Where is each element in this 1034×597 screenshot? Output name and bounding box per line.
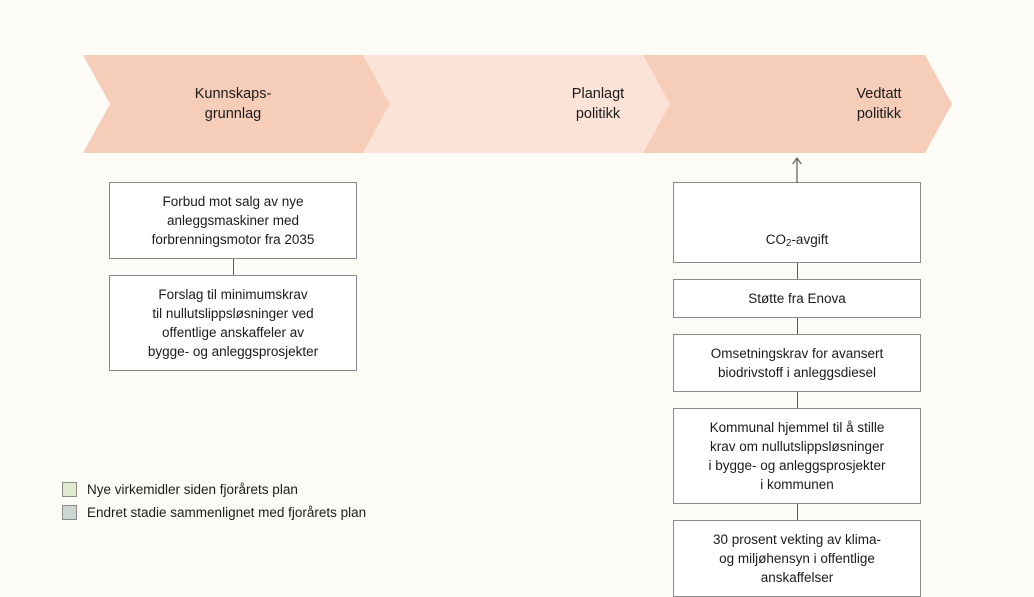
node-left-2[interactable]: Forslag til minimumskrav til nullutslipp…	[109, 275, 357, 371]
node-right-2[interactable]: Støtte fra Enova	[673, 279, 921, 319]
chevron-planlagt-politikk[interactable]	[363, 55, 670, 153]
stage-label-vedtatt-politikk: Vedtatt politikk	[856, 86, 902, 122]
node-right-1[interactable]: CO2-avgift	[673, 157, 921, 264]
column-vedtatt-politikk: CO2-avgift Støtte fra Enova Omsetningskr…	[673, 157, 921, 597]
legend-swatch-new	[62, 482, 77, 497]
legend-swatch-changed	[62, 505, 77, 520]
column-kunnskapsgrunnlag: Forbud mot salg av nye anleggsmaskiner m…	[109, 182, 357, 371]
chevron-kunnskapsgrunnlag[interactable]	[83, 55, 390, 153]
connector-right-2-3	[673, 318, 921, 335]
connector-right-3-4	[673, 392, 921, 409]
node-right-4[interactable]: Kommunal hjemmel til å stille krav om nu…	[673, 408, 921, 505]
legend-item-changed: Endret stadie sammenlignet med fjorårets…	[62, 501, 366, 524]
legend-item-new: Nye virkemidler siden fjorårets plan	[62, 478, 366, 501]
stage-label-kunnskapsgrunnlag: Kunnskaps- grunnlag	[194, 86, 272, 122]
node-right-3[interactable]: Omsetningskrav for avansert biodrivstoff…	[673, 334, 921, 393]
legend: Nye virkemidler siden fjorårets plan End…	[62, 478, 366, 524]
node-left-1[interactable]: Forbud mot salg av nye anleggsmaskiner m…	[109, 182, 357, 259]
arrow-up-icon	[792, 157, 802, 183]
node-right-1-label: CO2-avgift	[765, 232, 829, 250]
node-right-5[interactable]: 30 prosent vekting av klima- og miljøhen…	[673, 520, 921, 597]
stage-label-planlagt-politikk: Planlagt politikk	[571, 86, 625, 122]
diagram-canvas: Kunnskaps- grunnlag Planlagt politikk Ve…	[62, 55, 952, 597]
stage-banner: Kunnskaps- grunnlag Planlagt politikk Ve…	[83, 55, 952, 153]
connector-right-4-5	[673, 504, 921, 521]
stage-banner-shapes	[83, 55, 952, 153]
legend-label-changed: Endret stadie sammenlignet med fjorårets…	[87, 504, 367, 520]
connector-right-1-2	[673, 263, 921, 280]
legend-label-new: Nye virkemidler siden fjorårets plan	[87, 481, 298, 497]
chevron-vedtatt-politikk[interactable]	[643, 55, 952, 153]
connector-left-1-2	[109, 259, 357, 275]
